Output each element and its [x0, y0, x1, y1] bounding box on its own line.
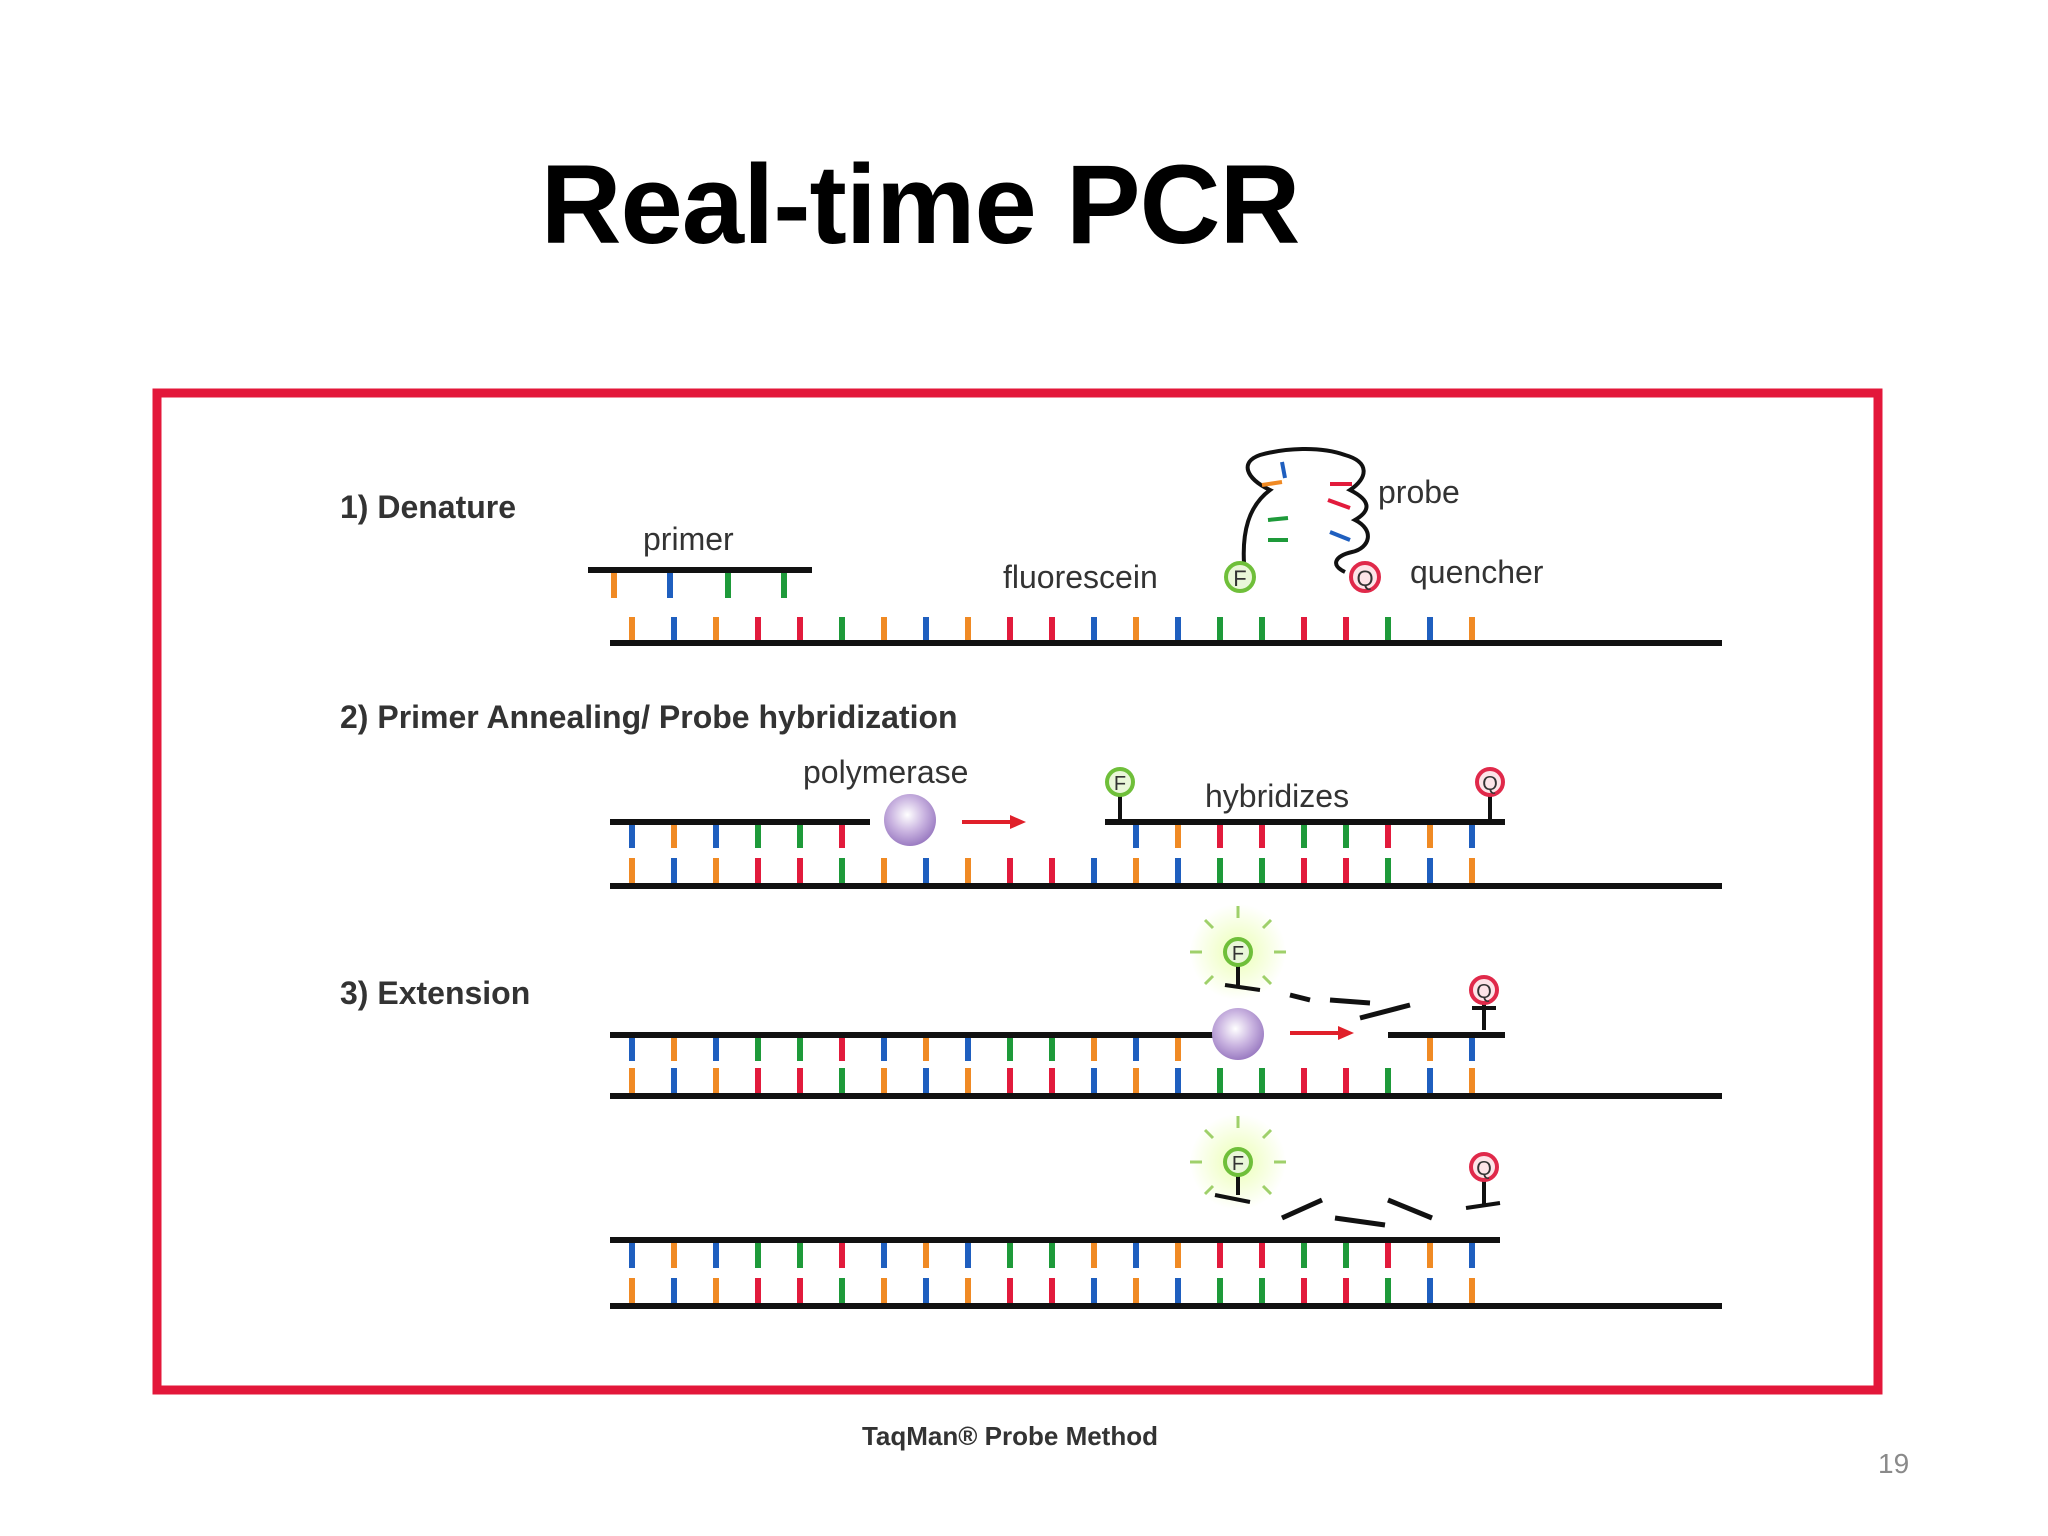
quencher-marker-step2: Q	[1475, 767, 1505, 820]
polymerase-label: polymerase	[803, 754, 968, 790]
fluorescein-marker-step2: F	[1105, 767, 1135, 820]
polymerase-step3	[1212, 1008, 1264, 1060]
quencher-symbol: Q	[1476, 981, 1492, 1003]
dna-strands	[588, 567, 1722, 1309]
probe-rung	[1261, 480, 1283, 487]
fluorescein-symbol: F	[1233, 566, 1246, 591]
step-2-label: 2) Primer Annealing/ Probe hybridization	[340, 699, 958, 735]
slide-title: Real-time PCR	[540, 142, 1301, 267]
fluorescein-marker-step4: F	[1214, 1147, 1253, 1204]
probe-rung	[1329, 530, 1351, 542]
polymerase-step2	[884, 794, 936, 846]
primer-label: primer	[643, 521, 734, 557]
hybridizes-label: hybridizes	[1205, 778, 1349, 814]
fluorescein-marker: F	[1224, 561, 1256, 593]
quencher-marker-step3: Q	[1469, 975, 1499, 1030]
probe-rung	[1280, 461, 1287, 479]
quencher-symbol: Q	[1356, 566, 1373, 591]
fluorescein-symbol: F	[1114, 773, 1126, 795]
probe-rung	[1267, 516, 1289, 522]
step-1-label: 1) Denature	[340, 489, 516, 525]
probe-rung	[1327, 498, 1351, 510]
quencher-marker: Q	[1349, 561, 1381, 593]
diagram-caption: TaqMan® Probe Method	[862, 1421, 1158, 1451]
quencher-symbol: Q	[1482, 773, 1498, 795]
page-number: 19	[1878, 1448, 1910, 1479]
diagram-frame	[152, 388, 1883, 1395]
quencher-marker-step4: Q	[1465, 1152, 1501, 1210]
arrow-step2	[962, 815, 1026, 829]
fluorescein-marker-step3: F	[1223, 937, 1261, 992]
fluorescein-symbol: F	[1232, 1153, 1244, 1175]
fluorescein-label: fluorescein	[1003, 559, 1158, 595]
fluorescein-symbol: F	[1232, 943, 1244, 965]
step-3-label: 3) Extension	[340, 975, 530, 1011]
probe-hairpin	[1241, 447, 1370, 576]
probe-fragments-step4	[1280, 1197, 1433, 1228]
quencher-symbol: Q	[1476, 1158, 1492, 1180]
arrow-step3	[1290, 1026, 1354, 1040]
probe-label: probe	[1378, 474, 1460, 510]
quencher-label: quencher	[1410, 554, 1544, 590]
probe-fragments-step3	[1289, 992, 1411, 1021]
